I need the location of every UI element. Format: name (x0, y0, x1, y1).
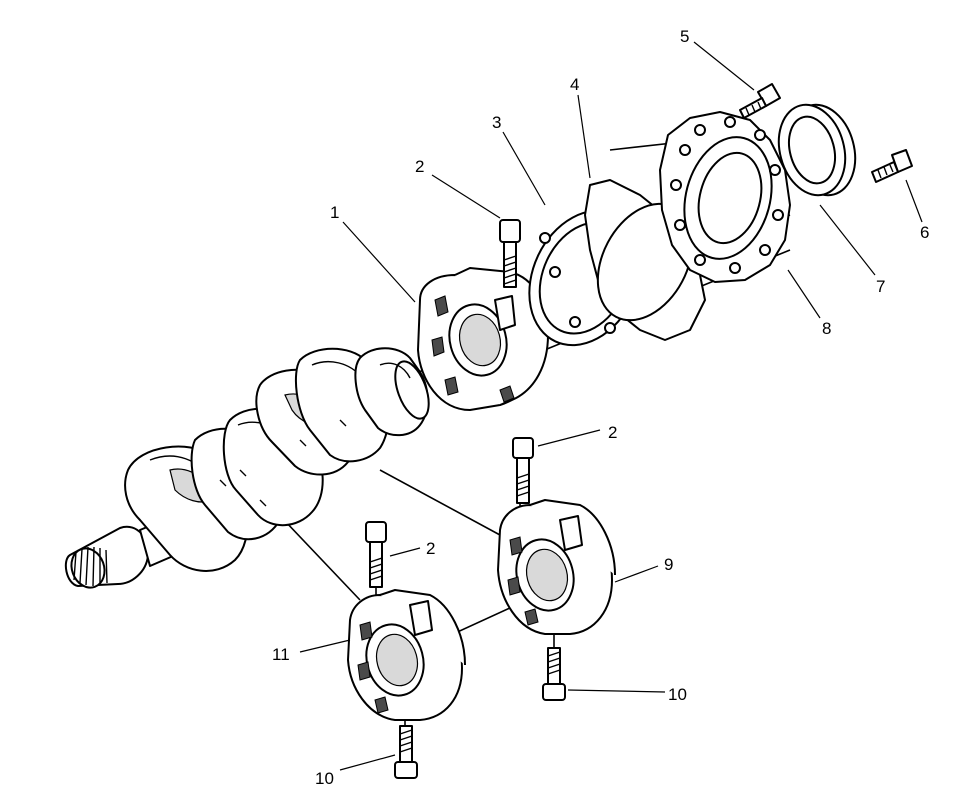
part-6-bolt (871, 149, 913, 183)
callout-10-left: 10 (315, 769, 334, 788)
callout-3: 3 (492, 113, 501, 132)
part-11-bearing-housing (347, 589, 466, 721)
part-2-bolt-lower (365, 521, 387, 588)
part-9-bearing-housing (497, 499, 616, 635)
part-8-flange-housing (659, 111, 791, 283)
callout-5: 5 (680, 27, 689, 46)
callout-10-right: 10 (668, 685, 687, 704)
callout-2-middle: 2 (608, 423, 617, 442)
crankshaft (64, 347, 430, 589)
callout-labels: 1 2 3 4 5 6 7 8 2 2 9 11 10 10 (272, 27, 929, 788)
callout-7: 7 (876, 277, 885, 296)
leader-lines (299, 41, 923, 771)
callout-1: 1 (330, 203, 339, 222)
callout-8: 8 (822, 319, 831, 338)
crankshaft-spline-end (64, 525, 150, 589)
part-2-bolt-top (499, 219, 521, 288)
part-1-bearing-housing (417, 267, 549, 411)
callout-4: 4 (570, 75, 579, 94)
callout-9: 9 (664, 555, 673, 574)
callout-11: 11 (272, 645, 290, 664)
part-5-bolt (739, 83, 781, 119)
callout-2-lower: 2 (426, 539, 435, 558)
part-7-oil-seal (777, 103, 857, 197)
part-10-bolt-right (542, 647, 566, 701)
callout-6: 6 (920, 223, 929, 242)
part-2-bolt-middle (512, 437, 534, 504)
part-10-bolt-left (394, 725, 418, 779)
callout-2-top: 2 (415, 157, 424, 176)
